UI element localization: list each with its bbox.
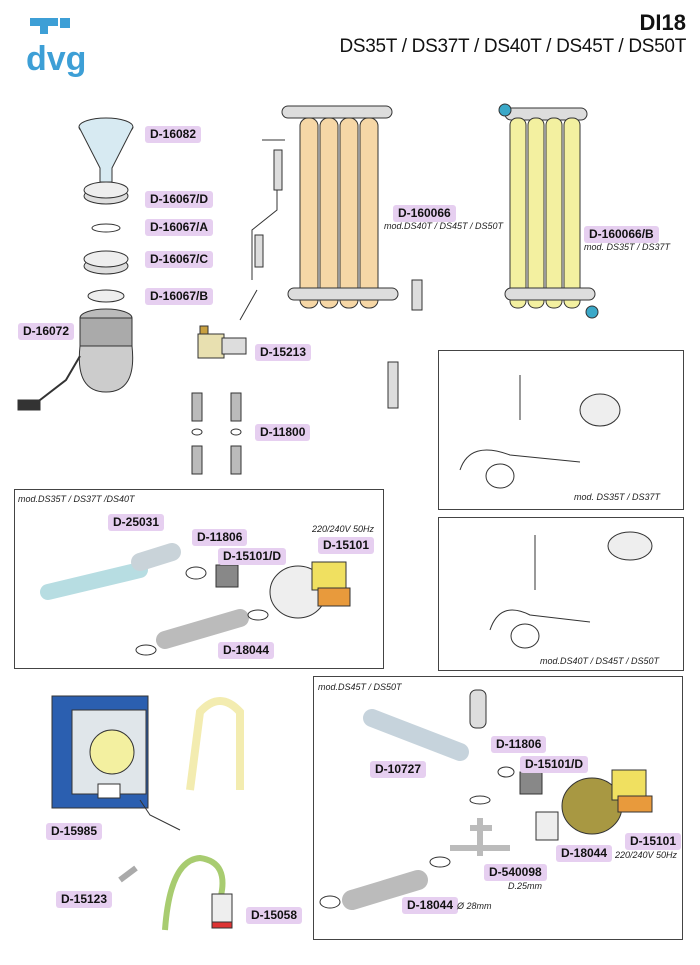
page-title: DI18 (639, 10, 686, 35)
gasket-icon (87, 289, 125, 303)
logo: dvg (18, 12, 98, 82)
part-label-d16067b: D-16067/B (145, 288, 214, 305)
o-ring-icon (91, 223, 121, 233)
drain-box-title-ds45t: mod.DS45T / DS50T (318, 682, 402, 692)
part-label-d25031: D-25031 (108, 514, 165, 531)
drain-pump-icon (269, 561, 351, 619)
funnel-icon (78, 117, 134, 183)
inset-box-ds35t (438, 350, 684, 510)
drain-box-title-ds35t: mod.DS35T / DS37T /DS40T (18, 494, 135, 504)
model-variants: DS35T / DS37T / DS40T / DS45T / DS50T (339, 36, 686, 57)
part-label-d10727: D-10727 (370, 761, 427, 778)
part-label-d15123: D-15123 (56, 891, 113, 908)
part-note-d15101-b: 220/240V 50Hz (615, 850, 678, 860)
suction-tube-icon (162, 854, 226, 931)
part-label-d15101d-a: D-15101/D (218, 548, 287, 565)
part-label-d15213: D-15213 (255, 344, 312, 361)
resin-columns-yellow-icon (498, 103, 599, 319)
inset-note-ds35t: mod. DS35T / DS37T (574, 492, 661, 502)
part-label-d16067d: D-16067/D (145, 191, 214, 208)
part-label-d160066b: D-160066/B (584, 226, 659, 243)
tube-u-icon (186, 697, 244, 791)
part-label-d18044-b: D-18044 (556, 845, 613, 862)
connector-icon (17, 399, 41, 411)
part-label-d15101-a: D-15101 (318, 537, 375, 554)
part-label-d16067a: D-16067/A (145, 219, 214, 236)
solenoid-valve-icon (197, 325, 247, 359)
part-label-d15101-b: D-15101 (625, 833, 682, 850)
part-note-d160066: mod.DS40T / DS45T / DS50T (384, 221, 504, 231)
part-label-d11806-a: D-11806 (192, 529, 248, 546)
part-label-d15101d-b: D-15101/D (520, 756, 589, 773)
part-note-d160066b: mod. DS35T / DS37T (584, 242, 671, 252)
part-label-d11800: D-11800 (255, 424, 311, 441)
inset-note-ds40t: mod.DS40T / DS45T / DS50T (540, 656, 660, 666)
part-label-d11806-b: D-11806 (491, 736, 547, 753)
part-label-d15985: D-15985 (46, 823, 103, 840)
part-label-d16067c: D-16067/C (145, 251, 214, 268)
valve-body-icon (29, 308, 134, 405)
part-label-d16082: D-16082 (145, 126, 202, 143)
logo-tap-icon (30, 18, 58, 34)
dosing-pump-icon (51, 695, 149, 809)
part-label-d160066: D-160066 (393, 205, 456, 222)
drain-hose-icon (40, 562, 148, 600)
part-label-d18044-a: D-18044 (218, 642, 275, 659)
part-label-d540098: D-540098 (484, 864, 547, 881)
part-label-d18044-c: D-18044 (402, 897, 459, 914)
part-label-d16072: D-16072 (18, 323, 75, 340)
part-note-d18044-c: Ø 28mm (457, 901, 492, 911)
resin-columns-icon (281, 105, 399, 309)
logo-text: dvg (26, 40, 86, 78)
part-label-d15058: D-15058 (246, 907, 303, 924)
drain-pump-ds45-icon (561, 769, 653, 835)
part-note-d15101-a: 220/240V 50Hz (312, 524, 375, 534)
part-note-d540098: D.25mm (508, 881, 543, 891)
